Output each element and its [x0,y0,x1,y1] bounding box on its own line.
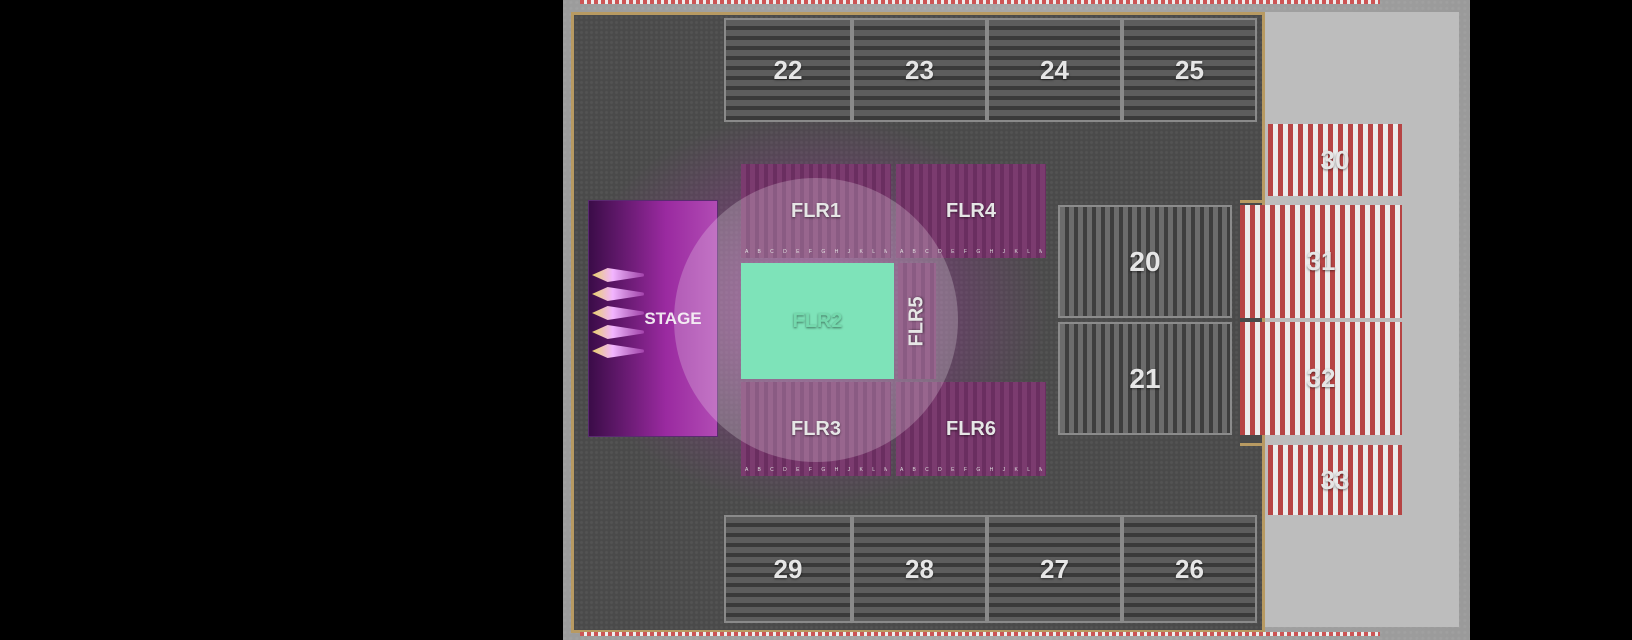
section-29[interactable]: 29 [724,515,852,623]
section-22[interactable]: 22 [724,18,852,122]
section-label: 24 [1040,54,1069,85]
section-21[interactable]: 21 [1058,322,1232,435]
section-flr3[interactable]: FLR3 A B C D E F G H J K L M [741,382,891,476]
section-label: 32 [1306,363,1336,393]
section-label: 28 [905,553,934,584]
row-letters: A B C D E F G H J K L M [745,249,887,255]
section-31[interactable]: 31 [1240,205,1402,318]
section-label: FLR3 [791,417,841,440]
section-label: FLR1 [791,199,841,222]
section-flr4[interactable]: FLR4 A B C D E F G H J K L M [896,164,1046,258]
section-label: FLR6 [946,417,996,440]
section-label: 26 [1175,553,1204,584]
row-letters: A B C D E F G H J K L M [900,249,1042,255]
section-flr6[interactable]: FLR6 A B C D E F G H J K L M [896,382,1046,476]
section-24[interactable]: 24 [987,18,1122,122]
section-28[interactable]: 28 [852,515,987,623]
section-label: 21 [1129,362,1161,394]
section-label: 23 [905,54,934,85]
section-label: 30 [1320,144,1350,175]
section-label: FLR5 [905,296,928,346]
section-30[interactable]: 30 [1268,124,1402,196]
section-label: 31 [1306,246,1336,276]
section-23[interactable]: 23 [852,18,987,122]
section-label: FLR4 [946,199,996,222]
section-33[interactable]: 33 [1268,445,1402,515]
section-27[interactable]: 27 [987,515,1122,623]
section-flr5[interactable]: FLR5 [898,263,936,379]
section-label: 20 [1129,245,1161,277]
section-label: 22 [773,54,803,85]
row-letters: A B C D E F G H J K L M [900,467,1042,473]
stage-label: STAGE [644,308,702,328]
top-edge-seating [580,0,1380,4]
row-letters: A B C D E F G H J K L M [745,467,887,473]
section-label: 27 [1040,553,1069,584]
section-label: FLR2 [792,309,843,332]
section-26[interactable]: 26 [1122,515,1257,623]
section-25[interactable]: 25 [1122,18,1257,122]
section-20[interactable]: 20 [1058,205,1232,318]
section-label: 33 [1320,464,1350,495]
section-flr2-selected[interactable]: FLR2 [741,263,894,379]
section-flr1[interactable]: FLR1 A B C D E F G H J K L M [741,164,891,258]
bottom-edge-seating [580,632,1380,636]
section-32[interactable]: 32 [1240,322,1402,435]
section-label: 25 [1175,54,1204,85]
right-wing-concourse [1259,12,1459,627]
section-label: 29 [773,553,803,584]
